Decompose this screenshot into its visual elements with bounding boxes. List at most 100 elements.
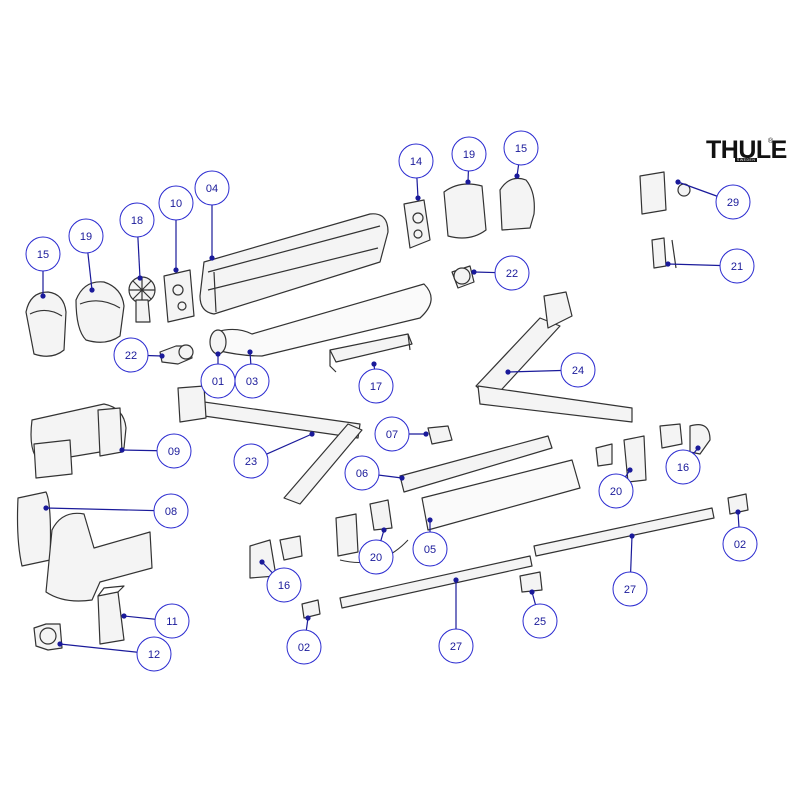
part-rail-right xyxy=(533,507,715,557)
part-lead-rail-piece xyxy=(329,333,413,363)
part-holder-left xyxy=(335,513,359,557)
part-holder-right xyxy=(595,443,613,467)
leader-arrowhead xyxy=(629,533,635,539)
callout-circle xyxy=(25,236,61,272)
leader-arrowhead xyxy=(159,353,165,359)
callout-number: 02 xyxy=(734,539,746,551)
leader-arrowhead xyxy=(465,179,471,185)
callout-number: 15 xyxy=(37,249,49,261)
callout-number: 12 xyxy=(148,649,160,661)
part-slider xyxy=(519,571,543,593)
callout-number: 24 xyxy=(572,365,584,377)
callout-number: 11 xyxy=(166,616,177,628)
registered-mark: ® xyxy=(768,138,774,145)
part-end-cap xyxy=(25,291,67,357)
callout-circle xyxy=(158,185,194,221)
part-arm-left-lower xyxy=(283,423,363,505)
leader-arrowhead xyxy=(505,369,511,375)
leader-arrowhead xyxy=(529,589,535,595)
leader-arrowhead xyxy=(119,447,125,453)
part-gear-side xyxy=(403,199,431,249)
callout-circle xyxy=(598,473,634,509)
callout-number: 15 xyxy=(515,143,527,155)
part-clamp-left xyxy=(301,599,321,619)
callout-number: 08 xyxy=(165,506,177,518)
leader-arrowhead xyxy=(415,195,421,201)
part-battery-box xyxy=(97,591,125,645)
callout-number: 10 xyxy=(170,198,182,210)
leader-arrowhead xyxy=(305,615,311,621)
callout-circle xyxy=(665,449,701,485)
callout-number: 07 xyxy=(386,429,398,441)
callout-circle xyxy=(451,136,487,172)
leader-arrowhead xyxy=(40,293,46,299)
callout-number: 27 xyxy=(624,584,636,596)
callout-number: 03 xyxy=(246,376,258,388)
leader-arrowhead xyxy=(215,351,221,357)
leader-arrowhead xyxy=(381,527,387,533)
leader-arrowhead xyxy=(675,179,681,185)
part-wall-plate xyxy=(639,171,667,215)
callout-number: 01 xyxy=(212,376,224,388)
callout-circle xyxy=(156,433,192,469)
part-main-profile xyxy=(199,213,389,315)
leader-arrowhead xyxy=(89,287,95,293)
part-motor-cover-2 xyxy=(45,512,153,602)
callout-number: 18 xyxy=(131,215,143,227)
leader-arrowhead xyxy=(695,445,701,451)
callout-number: 19 xyxy=(80,231,92,243)
part-cover-right xyxy=(443,183,487,239)
callout-circle xyxy=(398,143,434,179)
callout-circle xyxy=(438,628,474,664)
leader-arrowhead xyxy=(514,173,520,179)
leader-arrowhead xyxy=(57,641,63,647)
callout-circle xyxy=(153,493,189,529)
part-gearbox xyxy=(163,269,195,323)
leader-arrowhead xyxy=(453,577,459,583)
callout-circle xyxy=(68,218,104,254)
callout-circle xyxy=(612,571,648,607)
callout-number: 04 xyxy=(206,183,218,195)
part-valance xyxy=(421,459,581,531)
leader-arrowhead xyxy=(43,505,49,511)
callout-circle xyxy=(113,337,149,373)
leader-line xyxy=(45,507,172,512)
callout-number: 06 xyxy=(356,468,368,480)
callout-circle xyxy=(234,363,270,399)
callout-number: 29 xyxy=(727,197,739,209)
part-hook xyxy=(651,237,667,269)
callout-circle xyxy=(719,248,755,284)
callout-number: 20 xyxy=(370,552,382,564)
callout-circle xyxy=(358,539,394,575)
part-fabric xyxy=(215,283,432,357)
callout-number: 02 xyxy=(298,642,310,654)
part-bracket-right xyxy=(659,423,683,449)
callout-number: 16 xyxy=(278,580,290,592)
leader-arrowhead xyxy=(173,267,179,273)
callout-number: 23 xyxy=(245,456,257,468)
part-rail-left xyxy=(339,555,533,609)
leader-arrowhead xyxy=(259,559,265,565)
callout-circle xyxy=(154,603,190,639)
callout-circle xyxy=(344,455,380,491)
part-arm-left xyxy=(189,399,361,439)
callout-number: 22 xyxy=(506,268,518,280)
callout-number: 25 xyxy=(534,616,546,628)
callout-number: 14 xyxy=(410,156,422,168)
leader-arrowhead xyxy=(399,475,405,481)
leader-arrowhead xyxy=(121,613,127,619)
leader-arrowhead xyxy=(209,255,215,261)
leader-arrowhead xyxy=(423,431,429,437)
part-clamp-right xyxy=(727,493,749,515)
callout-number: 09 xyxy=(168,446,180,458)
leader-arrowhead xyxy=(137,275,143,281)
leader-arrowhead xyxy=(309,431,315,437)
callout-circle xyxy=(286,629,322,665)
callout-number: 16 xyxy=(677,462,689,474)
callout-number: 17 xyxy=(370,381,382,393)
leader-arrowhead xyxy=(471,269,477,275)
callout-circle xyxy=(194,170,230,206)
part-motor-cover xyxy=(16,491,52,567)
